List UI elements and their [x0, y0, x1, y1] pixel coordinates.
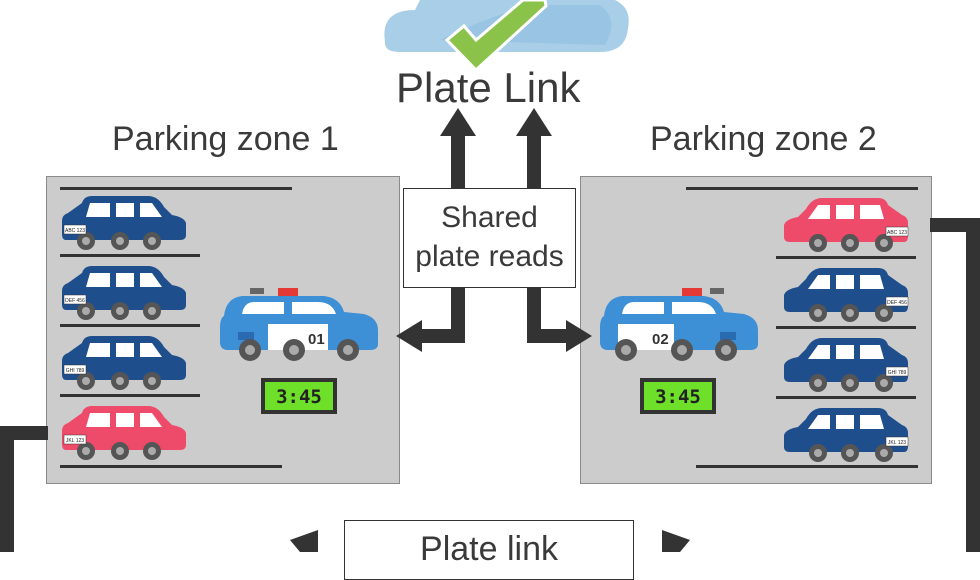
zone-1-car-1	[62, 196, 186, 250]
patrol-unit-1-label: 01	[308, 331, 325, 348]
zone-2-car-2-plate-text: DEF 456	[887, 300, 907, 306]
zone-2-car-2-plate	[885, 296, 909, 307]
zone-2-car-2	[784, 268, 908, 322]
checkmark-icon	[444, 0, 548, 73]
plate-link-label: Plate link	[420, 530, 558, 568]
zone-1-car-2-plate-text: DEF 456	[65, 298, 85, 304]
parking-lines	[60, 187, 918, 468]
zone-2-car-3	[784, 338, 908, 392]
upload-arrows	[440, 108, 552, 190]
shared-box-line-1: Shared	[441, 201, 538, 234]
arrow-to-patrol-2	[527, 287, 592, 352]
zone-2-car-3-plate	[885, 366, 909, 377]
zone-1-car-3-plate	[63, 364, 87, 375]
zone-2-car-3-plate-text: GHI 789	[888, 370, 907, 376]
clock-1-text: 3:45	[276, 386, 322, 408]
zone-1-car-2-plate	[63, 294, 87, 305]
patrol-car-1: 01	[220, 288, 378, 361]
zone-2-car-4	[784, 408, 908, 462]
zone-1-title: Parking zone 1	[112, 120, 339, 158]
cloud-title: Plate Link	[396, 64, 581, 111]
zone-2-car-4-plate-text: JKL 123	[888, 440, 906, 446]
clock-2-text: 3:45	[655, 386, 701, 408]
zone-1-car-2	[62, 266, 186, 320]
patrol-unit-2-label: 02	[652, 331, 669, 348]
clock-display-2: 3:45	[640, 378, 716, 414]
zone-2-title: Parking zone 2	[650, 120, 877, 158]
zone-1-car-4	[62, 406, 186, 460]
zone-1-car-3-plate-text: GHI 789	[66, 368, 85, 374]
arrow-to-patrol-1	[396, 287, 465, 352]
link-lines	[0, 218, 980, 552]
zone-1-car-4-plate-text: JKL 123	[66, 438, 84, 444]
plate-link-box: Plate link	[344, 520, 634, 580]
zone-1-car-1-plate-text: ABC 123	[65, 228, 85, 234]
zone-2-car-1-plate-text: ABC 123	[887, 230, 907, 236]
shared-box-line-2: plate reads	[415, 240, 564, 273]
clock-display-1: 3:45	[261, 378, 337, 414]
patrol-car-2: 02	[600, 288, 758, 361]
zone-1-car-4-plate	[63, 434, 87, 445]
zone-2-car-1-plate	[885, 226, 909, 237]
zone-2-car-1	[784, 198, 908, 252]
shared-plate-reads-box: Shared plate reads	[403, 188, 576, 288]
zone-1-car-3	[62, 336, 186, 390]
zone-2-car-4-plate	[885, 436, 909, 447]
zone-1-car-1-plate	[63, 224, 87, 235]
